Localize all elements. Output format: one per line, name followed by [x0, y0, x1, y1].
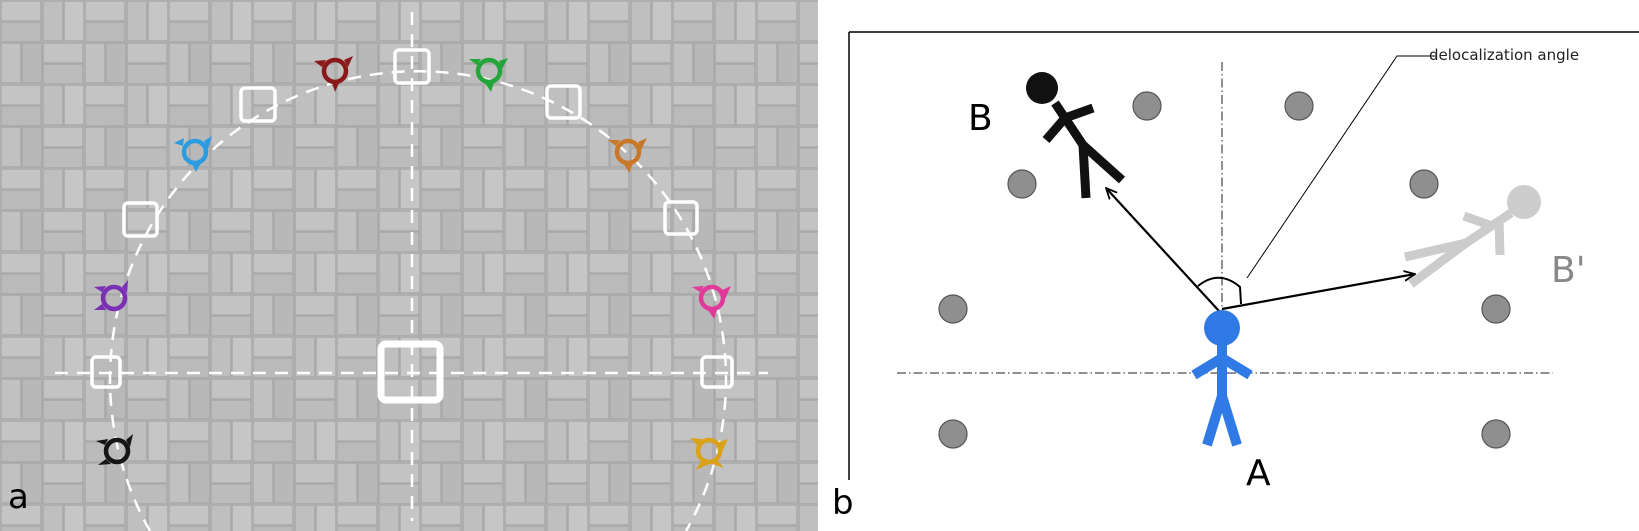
trajectory-arc [108, 69, 728, 531]
square-target-icon [393, 48, 431, 85]
delocalization-angle-arc [1197, 276, 1242, 305]
ring-marker-icon [174, 136, 212, 172]
ring-marker-icon [94, 280, 128, 312]
panel-b-letter: b [832, 483, 854, 523]
ring-marker-icon [469, 57, 508, 92]
panel-b: delocalization angle A B B' b [832, 31, 1639, 523]
obstacle-dot-icon [1284, 91, 1314, 121]
panel-a: a [0, 0, 818, 531]
arrow-a-to-b-prime [1221, 274, 1415, 311]
center-square-target-icon [377, 340, 444, 404]
square-target-icon [663, 200, 699, 236]
square-target-icon [239, 86, 277, 123]
annotation-leader-line [1246, 55, 1436, 279]
person-b-stick-figure-icon [1026, 72, 1126, 199]
square-target-icon [90, 355, 122, 389]
ring-marker-icon [690, 437, 728, 470]
square-target-icon [545, 84, 582, 120]
obstacle-dot-icon [1132, 91, 1162, 121]
obstacle-dot-icon [1481, 419, 1511, 449]
arrow-a-to-b [1106, 188, 1220, 312]
obstacle-dot-icon [1409, 169, 1439, 199]
panel-a-letter: a [8, 477, 29, 517]
floor-photo [0, 0, 818, 531]
ring-marker-icon [692, 284, 731, 319]
obstacle-dot-icon [938, 294, 968, 324]
square-target-icon [122, 201, 159, 238]
ring-marker-icon [96, 434, 133, 465]
ring-marker-icon [608, 138, 647, 173]
square-target-icon [700, 355, 734, 389]
person-b-label: B [968, 98, 993, 139]
person-b-prime-stick-figure-icon [1403, 185, 1541, 288]
person-a-label: A [1246, 453, 1271, 494]
obstacle-dot-icon [938, 419, 968, 449]
obstacle-dot-icon [1007, 169, 1037, 199]
person-a-stick-figure-icon [1191, 310, 1253, 447]
person-b-prime-label: B' [1551, 250, 1586, 291]
obstacle-dot-icon [1481, 294, 1511, 324]
delocalization-angle-label: delocalization angle [1429, 46, 1579, 64]
ring-marker-icon [314, 56, 353, 92]
